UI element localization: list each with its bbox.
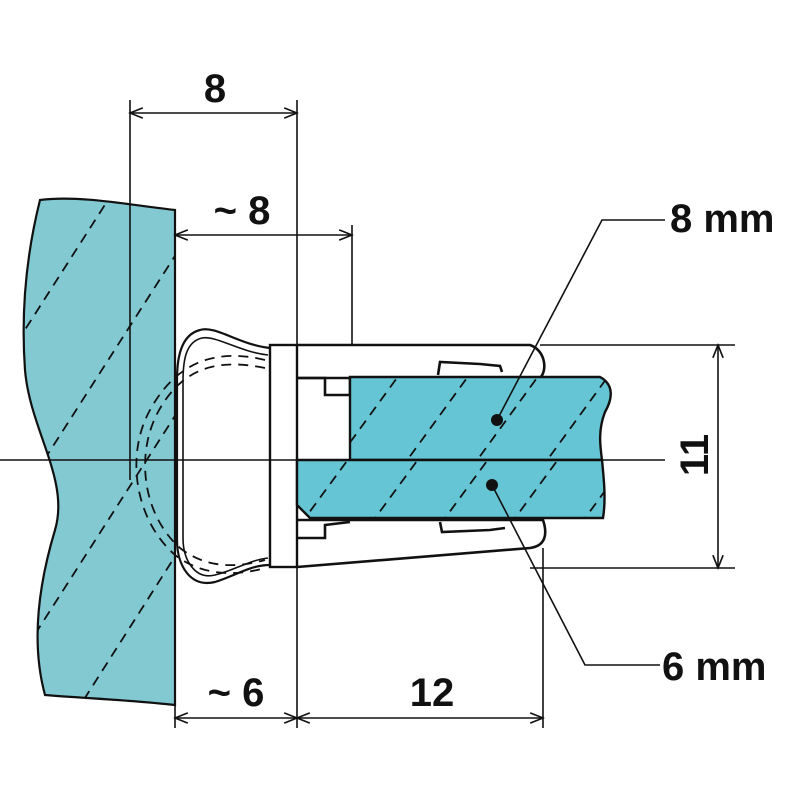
dim-base-depth: ~ 6	[208, 671, 265, 715]
callout-upper-glass: 8 mm	[670, 197, 775, 241]
glass-8mm	[348, 375, 612, 462]
leader-line-lower	[491, 484, 660, 666]
dim-clamp-depth: ~ 8	[214, 189, 271, 233]
dim-clamp-height: 11	[673, 434, 717, 476]
callout-leaders	[486, 219, 665, 666]
dim-top-width: 8	[204, 67, 226, 111]
wall	[22, 197, 177, 707]
leader-dot-upper	[491, 414, 503, 426]
dimension-lines	[130, 113, 718, 718]
callout-lower-glass: 6 mm	[662, 645, 767, 689]
dim-clamp-length: 12	[410, 671, 455, 715]
clamp-head	[135, 328, 299, 585]
leader-line-upper	[496, 219, 665, 421]
glass-6mm	[295, 458, 606, 520]
reference-lines	[0, 100, 735, 728]
leader-dot-lower	[486, 479, 498, 491]
